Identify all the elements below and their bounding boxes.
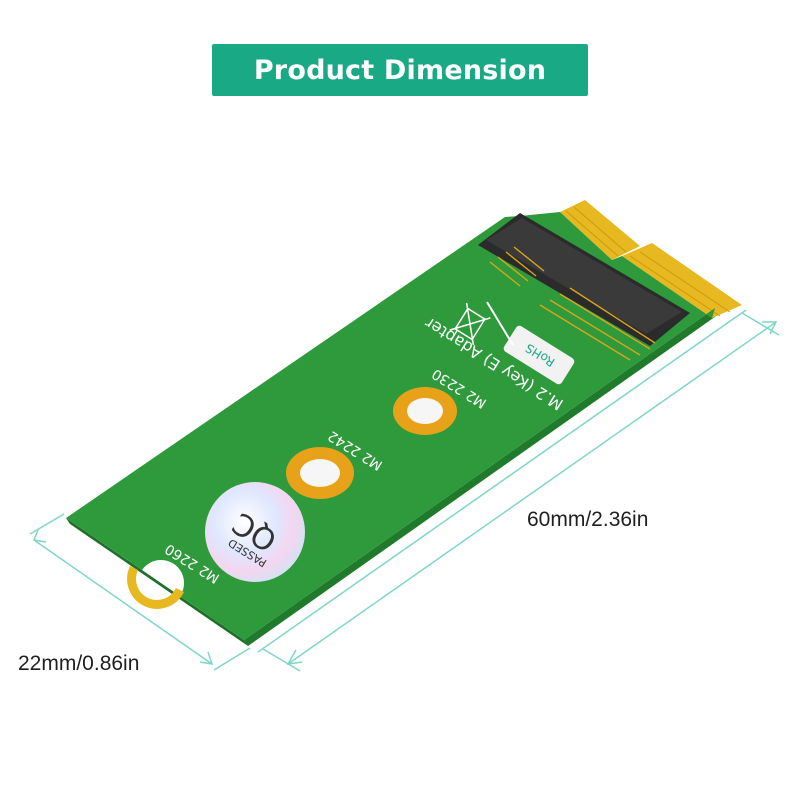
- width-dimension-line: [29, 513, 251, 671]
- weee-bin-icon: [449, 302, 491, 346]
- silkscreen-divider: [486, 301, 514, 346]
- pcb-edge-right: [244, 308, 719, 646]
- page-title: Product Dimension: [253, 54, 547, 86]
- qc-sticker: [205, 482, 305, 582]
- notch-gold-ring: [127, 566, 184, 609]
- socket-pins: [489, 246, 656, 361]
- gold-finger-lines: [565, 206, 731, 317]
- title-banner: Product Dimension: [212, 44, 588, 96]
- mount-hole-2242: [286, 447, 354, 499]
- width-dimension-label: 22mm/0.86in: [18, 652, 140, 675]
- mount-hole-2230: [393, 387, 457, 435]
- rohs-logo: [503, 325, 575, 385]
- length-dimension-label: 60mm/2.36in: [527, 508, 649, 531]
- m2-socket-top: [486, 218, 682, 334]
- length-dimension-line: [257, 309, 780, 672]
- pcb-edge: [66, 518, 248, 646]
